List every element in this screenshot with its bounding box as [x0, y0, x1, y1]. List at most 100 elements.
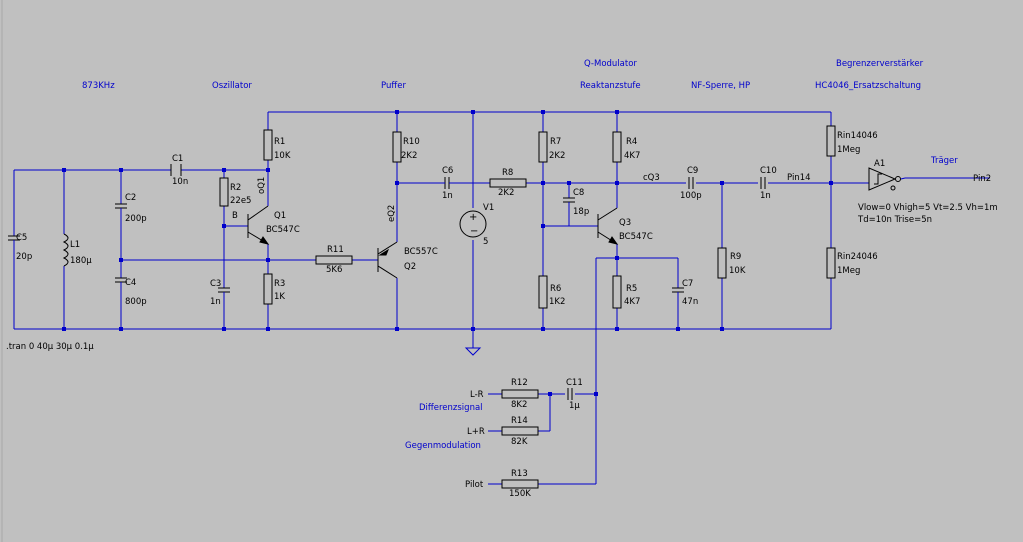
ground-symbol — [464, 347, 482, 356]
net-label-cq3: cQ3 — [643, 173, 660, 183]
svg-text:18p: 18p — [573, 207, 589, 217]
resistor-r14 — [501, 426, 539, 436]
resistor-r10 — [392, 131, 402, 163]
svg-text:C3: C3 — [210, 279, 221, 289]
net-label-pin2: Pin2 — [973, 174, 991, 184]
header-oscillator: Oszillator — [212, 81, 252, 91]
svg-text:180µ: 180µ — [70, 256, 92, 266]
resistors — [219, 125, 836, 489]
svg-text:C5: C5 — [16, 233, 27, 243]
svg-text:−: − — [470, 226, 478, 237]
spice-directives: .tran 0 40µ 30µ 0.1µ Vlow=0 Vhigh=5 Vt=2… — [6, 203, 998, 352]
svg-text:R5: R5 — [626, 284, 637, 294]
tran-directive: .tran 0 40µ 30µ 0.1µ — [6, 342, 94, 352]
svg-text:L1: L1 — [70, 240, 80, 250]
inductor-l1 — [62, 233, 69, 267]
resistor-r11 — [315, 255, 353, 265]
svg-text:1n: 1n — [442, 191, 453, 201]
svg-text:C7: C7 — [682, 279, 693, 289]
svg-text:C11: C11 — [566, 378, 583, 388]
resistor-r7 — [538, 131, 548, 163]
svg-text:2K2: 2K2 — [401, 151, 417, 161]
svg-text:R6: R6 — [550, 284, 561, 294]
net-label-lpr: L+R — [467, 427, 485, 437]
resistor-r4 — [612, 131, 622, 163]
svg-text:10n: 10n — [172, 177, 188, 187]
svg-text:C4: C4 — [125, 278, 136, 288]
svg-text:4K7: 4K7 — [624, 297, 640, 307]
resistor-r3 — [263, 273, 273, 305]
svg-text:C6: C6 — [442, 166, 453, 176]
svg-text:1n: 1n — [210, 297, 221, 307]
svg-text:1K: 1K — [274, 292, 285, 302]
svg-text:C1: C1 — [172, 154, 183, 164]
svg-text:10K: 10K — [274, 151, 291, 161]
transistor-q1 — [247, 205, 270, 245]
svg-text:R4: R4 — [626, 137, 637, 147]
svg-text:R10: R10 — [403, 137, 420, 147]
svg-text:20p: 20p — [16, 252, 32, 262]
resistor-rin24046 — [826, 247, 836, 279]
svg-text:R2: R2 — [230, 183, 241, 193]
net-label-traeger: Träger — [930, 156, 958, 166]
svg-text:5: 5 — [483, 237, 488, 247]
svg-text:5K6: 5K6 — [326, 265, 342, 275]
svg-text:Q3: Q3 — [619, 218, 631, 228]
resistor-r12 — [501, 389, 539, 399]
svg-text:Rin14046: Rin14046 — [837, 131, 878, 141]
svg-text:V1: V1 — [483, 203, 494, 213]
svg-text:2K2: 2K2 — [549, 151, 565, 161]
svg-text:R13: R13 — [511, 469, 528, 479]
header-buffer: Puffer — [381, 81, 406, 91]
header-hc4046: HC4046_Ersatzschaltung — [815, 81, 921, 91]
svg-text:BC557C: BC557C — [404, 247, 438, 257]
net-label-eq2: eQ2 — [387, 205, 397, 222]
svg-text:R1: R1 — [274, 137, 285, 147]
resistor-r13 — [501, 479, 539, 489]
svg-text:2K2: 2K2 — [498, 188, 514, 198]
resistor-r5 — [612, 275, 622, 309]
net-label-oq1: oQ1 — [257, 177, 267, 194]
svg-text:R3: R3 — [274, 279, 285, 289]
svg-text:C8: C8 — [573, 188, 584, 198]
net-label-pilot: Pilot — [465, 480, 484, 490]
svg-text:Q2: Q2 — [404, 262, 416, 272]
net-label-b: B — [232, 211, 238, 221]
resistor-rin14046 — [826, 125, 836, 157]
svg-text:1K2: 1K2 — [549, 297, 565, 307]
svg-text:R7: R7 — [550, 137, 561, 147]
svg-text:R9: R9 — [730, 252, 741, 262]
svg-text:800p: 800p — [125, 297, 147, 307]
svg-text:R14: R14 — [511, 416, 528, 426]
svg-text:A1: A1 — [874, 159, 885, 169]
a1-params-line1: Vlow=0 Vhigh=5 Vt=2.5 Vh=1m — [858, 203, 998, 213]
svg-text:82K: 82K — [511, 437, 528, 447]
transistor-q2 — [377, 241, 398, 279]
svg-text:150K: 150K — [509, 489, 531, 499]
svg-text:BC547C: BC547C — [266, 225, 300, 235]
header-nf-filter: NF-Sperre, HP — [691, 81, 750, 91]
resistor-r9 — [717, 247, 727, 279]
svg-text:Q1: Q1 — [274, 211, 286, 221]
svg-text:R11: R11 — [327, 245, 344, 255]
svg-text:C10: C10 — [760, 166, 777, 176]
svg-text:1Meg: 1Meg — [837, 145, 860, 155]
junctions — [62, 110, 833, 396]
svg-text:+: + — [469, 212, 477, 223]
svg-text:R8: R8 — [502, 168, 513, 178]
svg-text:47n: 47n — [682, 297, 698, 307]
capacitors — [8, 164, 766, 400]
resistor-r6 — [538, 275, 548, 309]
label-differenzsignal: Differenzsignal — [419, 403, 483, 413]
resistor-r1 — [263, 129, 273, 161]
svg-text:1Meg: 1Meg — [837, 266, 860, 276]
resistor-r8 — [489, 178, 527, 188]
transistor-q3 — [597, 207, 619, 245]
svg-text:4K7: 4K7 — [624, 151, 640, 161]
net-label-lr: L-R — [470, 390, 484, 400]
svg-text:R12: R12 — [511, 378, 528, 388]
svg-text:BC547C: BC547C — [619, 232, 653, 242]
voltage-source-v1: + − — [459, 210, 487, 238]
